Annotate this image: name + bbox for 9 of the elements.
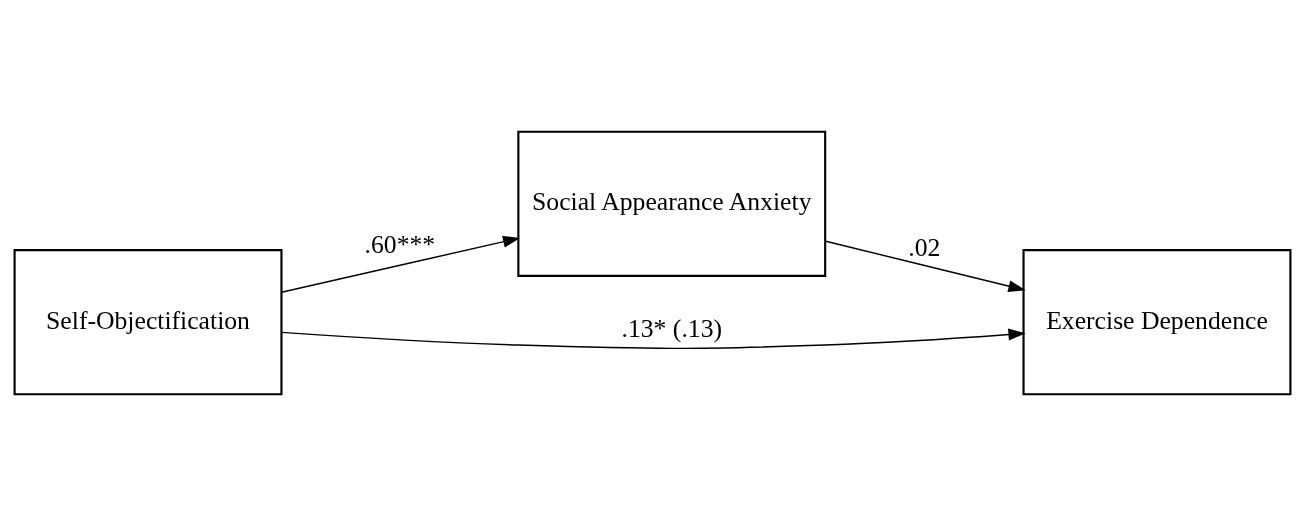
edge-label: .02 <box>908 232 941 262</box>
node-box: Social Appearance Anxiety <box>517 130 827 277</box>
arrow <box>825 240 1026 292</box>
edge-label: .60*** <box>364 229 436 259</box>
node-box: Self-Objectification <box>13 248 283 395</box>
arrow <box>280 235 521 293</box>
edge-label: .13* (.13) <box>621 313 723 343</box>
arrow <box>280 328 1026 349</box>
node-box: Exercise Dependence <box>1022 248 1292 395</box>
